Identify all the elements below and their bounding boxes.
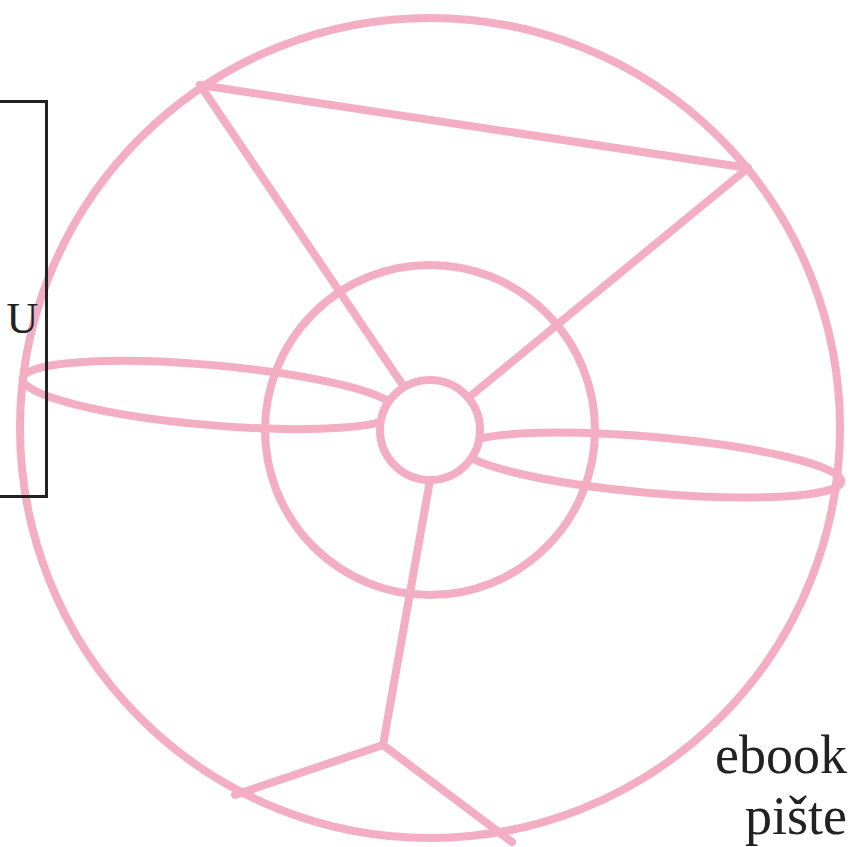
text-fragment: pište — [743, 789, 849, 843]
text-fragment: ebook — [713, 728, 849, 782]
frame-box: U — [0, 100, 48, 498]
node-text: U — [7, 297, 39, 341]
